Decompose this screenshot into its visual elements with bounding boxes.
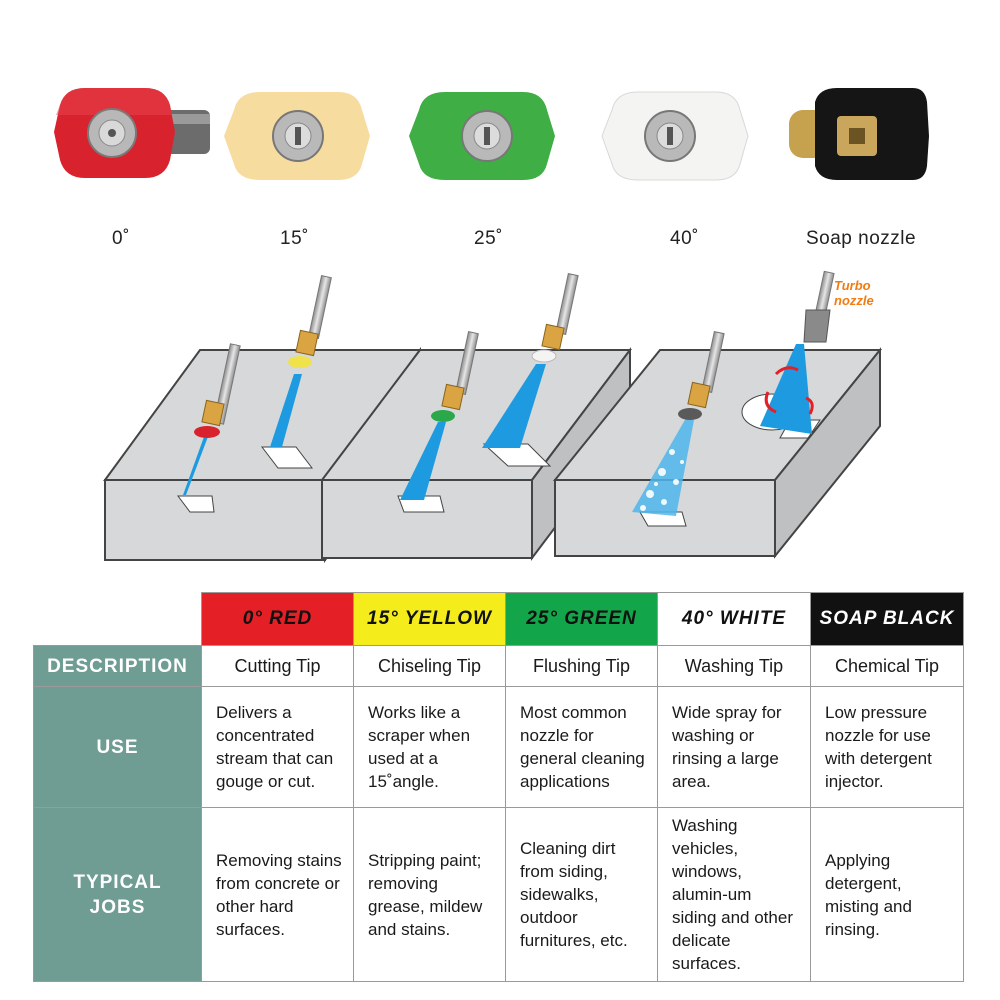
nozzle-table: 0° RED 15° YELLOW 25° GREEN 40° WHITE SO… — [33, 592, 964, 982]
turbo-label-line2: nozzle — [834, 293, 874, 308]
row-label-jobs-line2: JOBS — [89, 896, 146, 918]
description-cell: Cutting Tip — [201, 645, 354, 687]
use-cell: Low pressure nozzle for use with deterge… — [810, 686, 964, 808]
row-label-jobs-line1: TYPICAL — [73, 871, 162, 893]
jobs-cell: Stripping paint; removing grease, mildew… — [353, 807, 506, 982]
row-label-description: DESCRIPTION — [33, 645, 202, 687]
wand-15 — [288, 275, 332, 368]
slab-3 — [552, 347, 883, 559]
jobs-cell: Washing vehicles, windows, alumin-um sid… — [657, 807, 811, 982]
jobs-cell: Applying detergent, misting and rinsing. — [810, 807, 964, 982]
nozzle-15-yellow — [220, 80, 370, 230]
header-15-yellow: 15° YELLOW — [353, 592, 506, 646]
spray-illustration: Turbo nozzle — [0, 262, 1000, 582]
turbo-nozzle-label: Turbo nozzle — [834, 278, 874, 308]
use-cell: Most common nozzle for general cleaning … — [505, 686, 658, 808]
description-row: DESCRIPTION Cutting Tip Chiseling Tip Fl… — [33, 645, 964, 687]
nozzle-40-white — [598, 80, 749, 230]
header-0-red: 0° RED — [201, 592, 354, 646]
header-25-green: 25° GREEN — [505, 592, 658, 646]
header-soap-black: SOAP BLACK — [810, 592, 964, 646]
wand-40-slab2 — [531, 273, 579, 363]
header-40-white: 40° WHITE — [657, 592, 811, 646]
turbo-rotation-arrows — [764, 366, 814, 415]
table-corner — [34, 593, 202, 646]
jobs-cell: Removing stains from concrete or other h… — [201, 807, 354, 982]
nozzle-0-red — [50, 80, 210, 230]
description-cell: Chiseling Tip — [353, 645, 506, 687]
use-row: USE Delivers a concentrated stream that … — [33, 686, 964, 808]
use-cell: Wide spray for washing or rinsing a larg… — [657, 686, 811, 808]
jobs-cell: Cleaning dirt from siding, sidewalks, ou… — [505, 807, 658, 982]
use-cell: Delivers a concentrated stream that can … — [201, 686, 354, 808]
nozzle-label-25: 25˚ — [474, 228, 503, 249]
spray-15 — [270, 374, 302, 447]
jobs-row: TYPICAL JOBS Removing stains from concre… — [33, 807, 964, 982]
nozzle-label-0: 0˚ — [112, 228, 130, 249]
spray-0 — [183, 434, 209, 495]
use-cell: Works like a scraper when used at a 15˚a… — [353, 686, 506, 808]
wand-40 — [678, 331, 725, 420]
spray-40-slab2 — [482, 364, 546, 448]
description-cell: Flushing Tip — [505, 645, 658, 687]
nozzle-soap-black — [785, 80, 935, 230]
row-label-jobs: TYPICAL JOBS — [33, 807, 202, 982]
nozzle-label-soap: Soap nozzle — [806, 228, 917, 249]
nozzle-label-40: 40˚ — [670, 228, 699, 249]
turbo-label-line1: Turbo — [834, 278, 871, 293]
row-label-use: USE — [33, 686, 202, 808]
nozzle-row: 0˚ 15˚ 25˚ 40˚ Soap nozzle — [0, 0, 1000, 260]
wand-25 — [431, 331, 479, 422]
spray-25 — [400, 422, 446, 500]
wand-0 — [194, 343, 241, 438]
description-cell: Washing Tip — [657, 645, 811, 687]
wand-turbo — [803, 270, 835, 343]
table-header-row: 0° RED 15° YELLOW 25° GREEN 40° WHITE SO… — [34, 592, 964, 646]
nozzle-label-15: 15˚ — [280, 228, 309, 249]
description-cell: Chemical Tip — [810, 645, 964, 687]
nozzle-25-green — [405, 80, 555, 230]
